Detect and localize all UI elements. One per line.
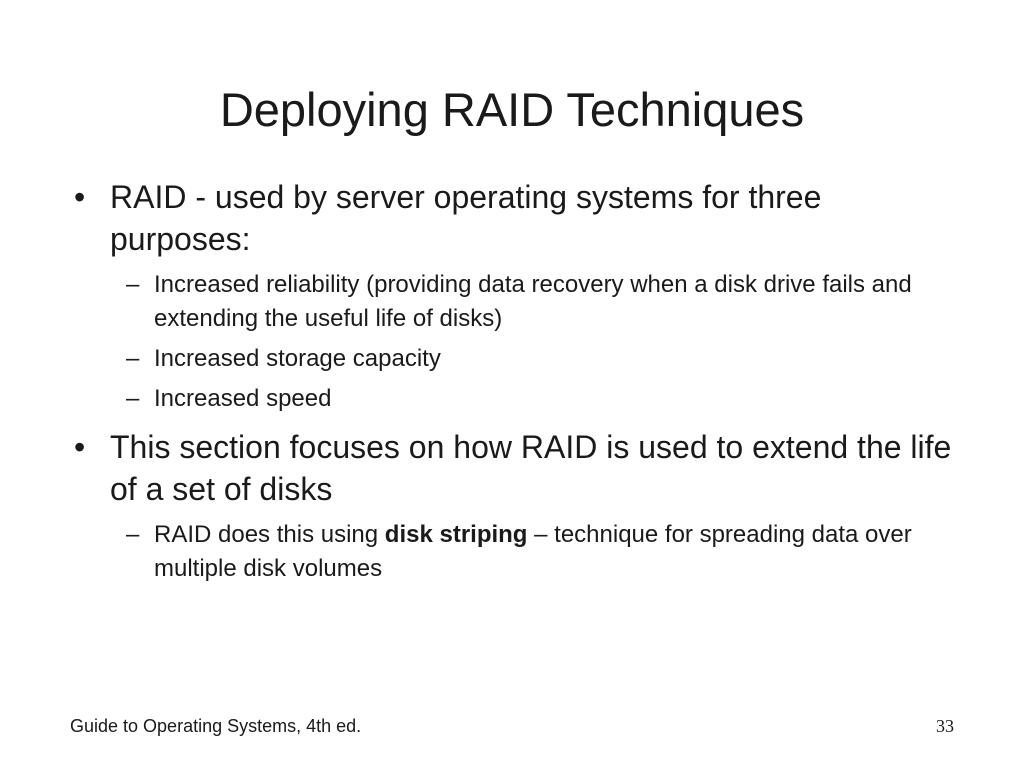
- dash-icon: –: [126, 385, 140, 412]
- dash-icon: –: [126, 345, 140, 372]
- sub-bullet-item: – RAID does this using disk striping – t…: [126, 518, 952, 586]
- sub-bullet-text: Increased storage capacity: [154, 345, 441, 372]
- footer-book-title: Guide to Operating Systems, 4th ed.: [70, 716, 362, 736]
- bullet-text: This section focuses on how RAID is used…: [110, 429, 952, 507]
- bullet-item: • RAID - used by server operating system…: [72, 176, 952, 260]
- dash-icon: –: [126, 271, 140, 298]
- slide-body: • RAID - used by server operating system…: [72, 176, 952, 592]
- sub-bullet-text-suffix: – technique for spreading data over mult…: [154, 521, 912, 582]
- dash-icon: –: [126, 521, 140, 548]
- emphasis-term: disk striping: [384, 521, 528, 548]
- sub-bullet-text: RAID does this using disk striping – tec…: [154, 518, 952, 586]
- bullet-text: RAID - used by server operating systems …: [110, 179, 822, 257]
- bullet-icon: •: [74, 179, 86, 215]
- bullet-icon: •: [74, 429, 86, 465]
- sub-bullet-item: – Increased speed: [126, 382, 952, 416]
- sub-bullet-item: – Increased storage capacity: [126, 342, 952, 376]
- slide-title: Deploying RAID Techniques: [219, 83, 805, 136]
- sub-bullet-item: – Increased reliability (providing data …: [126, 268, 952, 336]
- sub-bullet-text: Increased reliability (providing data re…: [154, 271, 912, 332]
- page-number: 33: [936, 716, 954, 736]
- sub-bullet-text-prefix: RAID does this using: [154, 521, 385, 548]
- sub-bullet-text: Increased speed: [154, 385, 332, 412]
- bullet-item: • This section focuses on how RAID is us…: [72, 426, 952, 510]
